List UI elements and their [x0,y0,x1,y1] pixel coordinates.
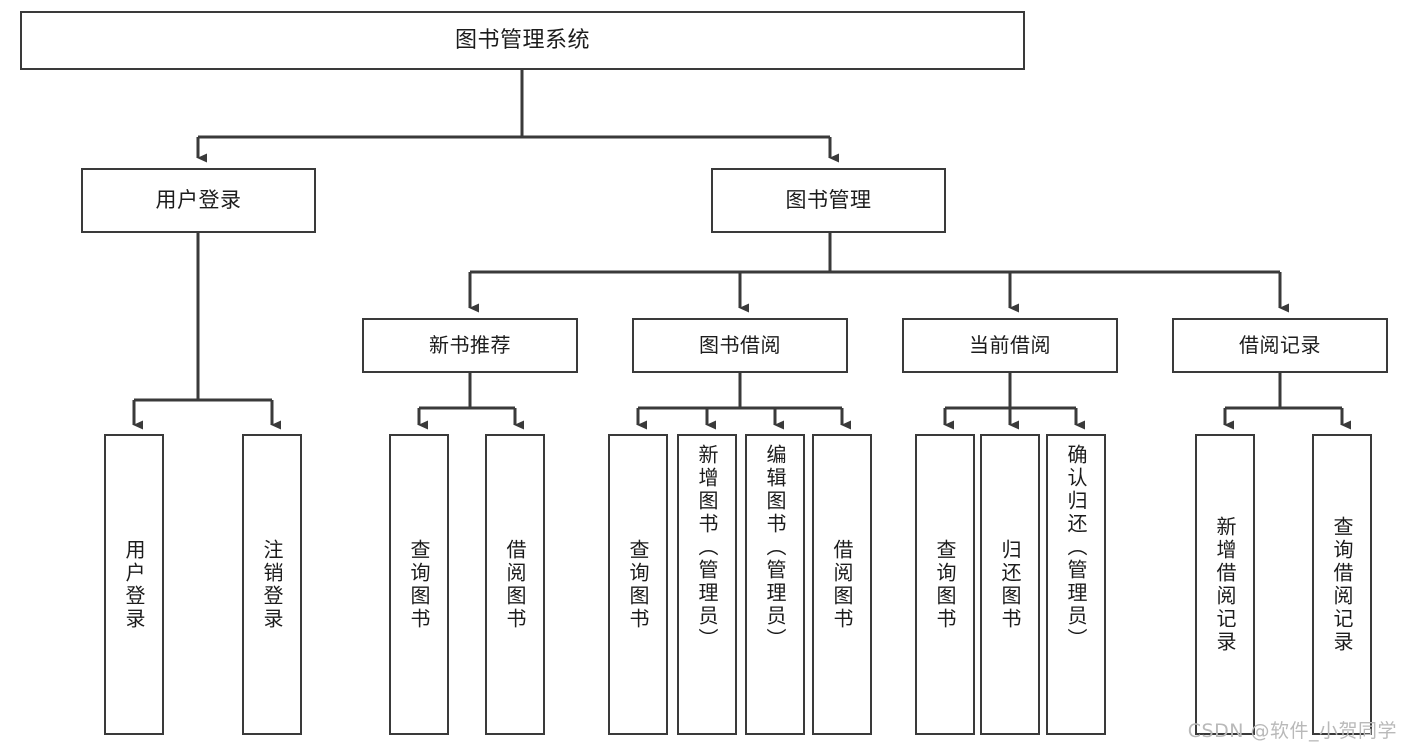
leaf-edit-book-label: 编辑图书（管理员） [763,444,787,651]
node-root-label: 图书管理系统 [454,27,590,53]
leaf-confirm-return[interactable]: 确认归还（管理员） [1046,434,1106,735]
leaf-add-book[interactable]: 新增图书（管理员） [677,434,737,735]
leaf-edit-book[interactable]: 编辑图书（管理员） [745,434,805,735]
leaf-user-login[interactable]: 用户登录 [104,434,164,735]
node-new-book-recommend-label: 新书推荐 [429,332,511,357]
node-book-borrow[interactable]: 图书借阅 [632,318,848,373]
leaf-borrow-book-2[interactable]: 借阅图书 [812,434,872,735]
leaf-add-borrow-record-label: 新增借阅记录 [1213,515,1237,654]
leaf-borrow-book-2-label: 借阅图书 [830,538,854,631]
leaf-query-book-2[interactable]: 查询图书 [608,434,668,735]
leaf-return-book[interactable]: 归还图书 [980,434,1040,735]
leaf-logout-label: 注销登录 [260,538,284,631]
leaf-query-book-3[interactable]: 查询图书 [915,434,975,735]
leaf-logout[interactable]: 注销登录 [242,434,302,735]
node-user-login-label: 用户登录 [155,188,242,213]
leaf-query-book-1-label: 查询图书 [407,538,431,631]
node-user-login[interactable]: 用户登录 [81,168,316,233]
leaf-borrow-book-1[interactable]: 借阅图书 [485,434,545,735]
leaf-query-borrow-record-label: 查询借阅记录 [1330,515,1354,654]
watermark: CSDN @软件_小贺同学 [1187,720,1397,742]
node-current-borrow-label: 当前借阅 [969,332,1051,357]
node-book-borrow-label: 图书借阅 [699,332,781,357]
leaf-query-book-3-label: 查询图书 [933,538,957,631]
node-borrow-record[interactable]: 借阅记录 [1172,318,1388,373]
node-root[interactable]: 图书管理系统 [20,11,1025,70]
leaf-query-book-1[interactable]: 查询图书 [389,434,449,735]
leaf-add-borrow-record[interactable]: 新增借阅记录 [1195,434,1255,735]
node-new-book-recommend[interactable]: 新书推荐 [362,318,578,373]
node-borrow-record-label: 借阅记录 [1239,332,1321,357]
node-book-manage[interactable]: 图书管理 [711,168,946,233]
leaf-query-borrow-record[interactable]: 查询借阅记录 [1312,434,1372,735]
leaf-borrow-book-1-label: 借阅图书 [503,538,527,631]
node-current-borrow[interactable]: 当前借阅 [902,318,1118,373]
leaf-user-login-label: 用户登录 [122,538,146,631]
leaf-query-book-2-label: 查询图书 [626,538,650,631]
leaf-add-book-label: 新增图书（管理员） [695,444,719,651]
node-book-manage-label: 图书管理 [785,188,872,213]
leaf-return-book-label: 归还图书 [998,538,1022,631]
leaf-confirm-return-label: 确认归还（管理员） [1064,444,1088,651]
